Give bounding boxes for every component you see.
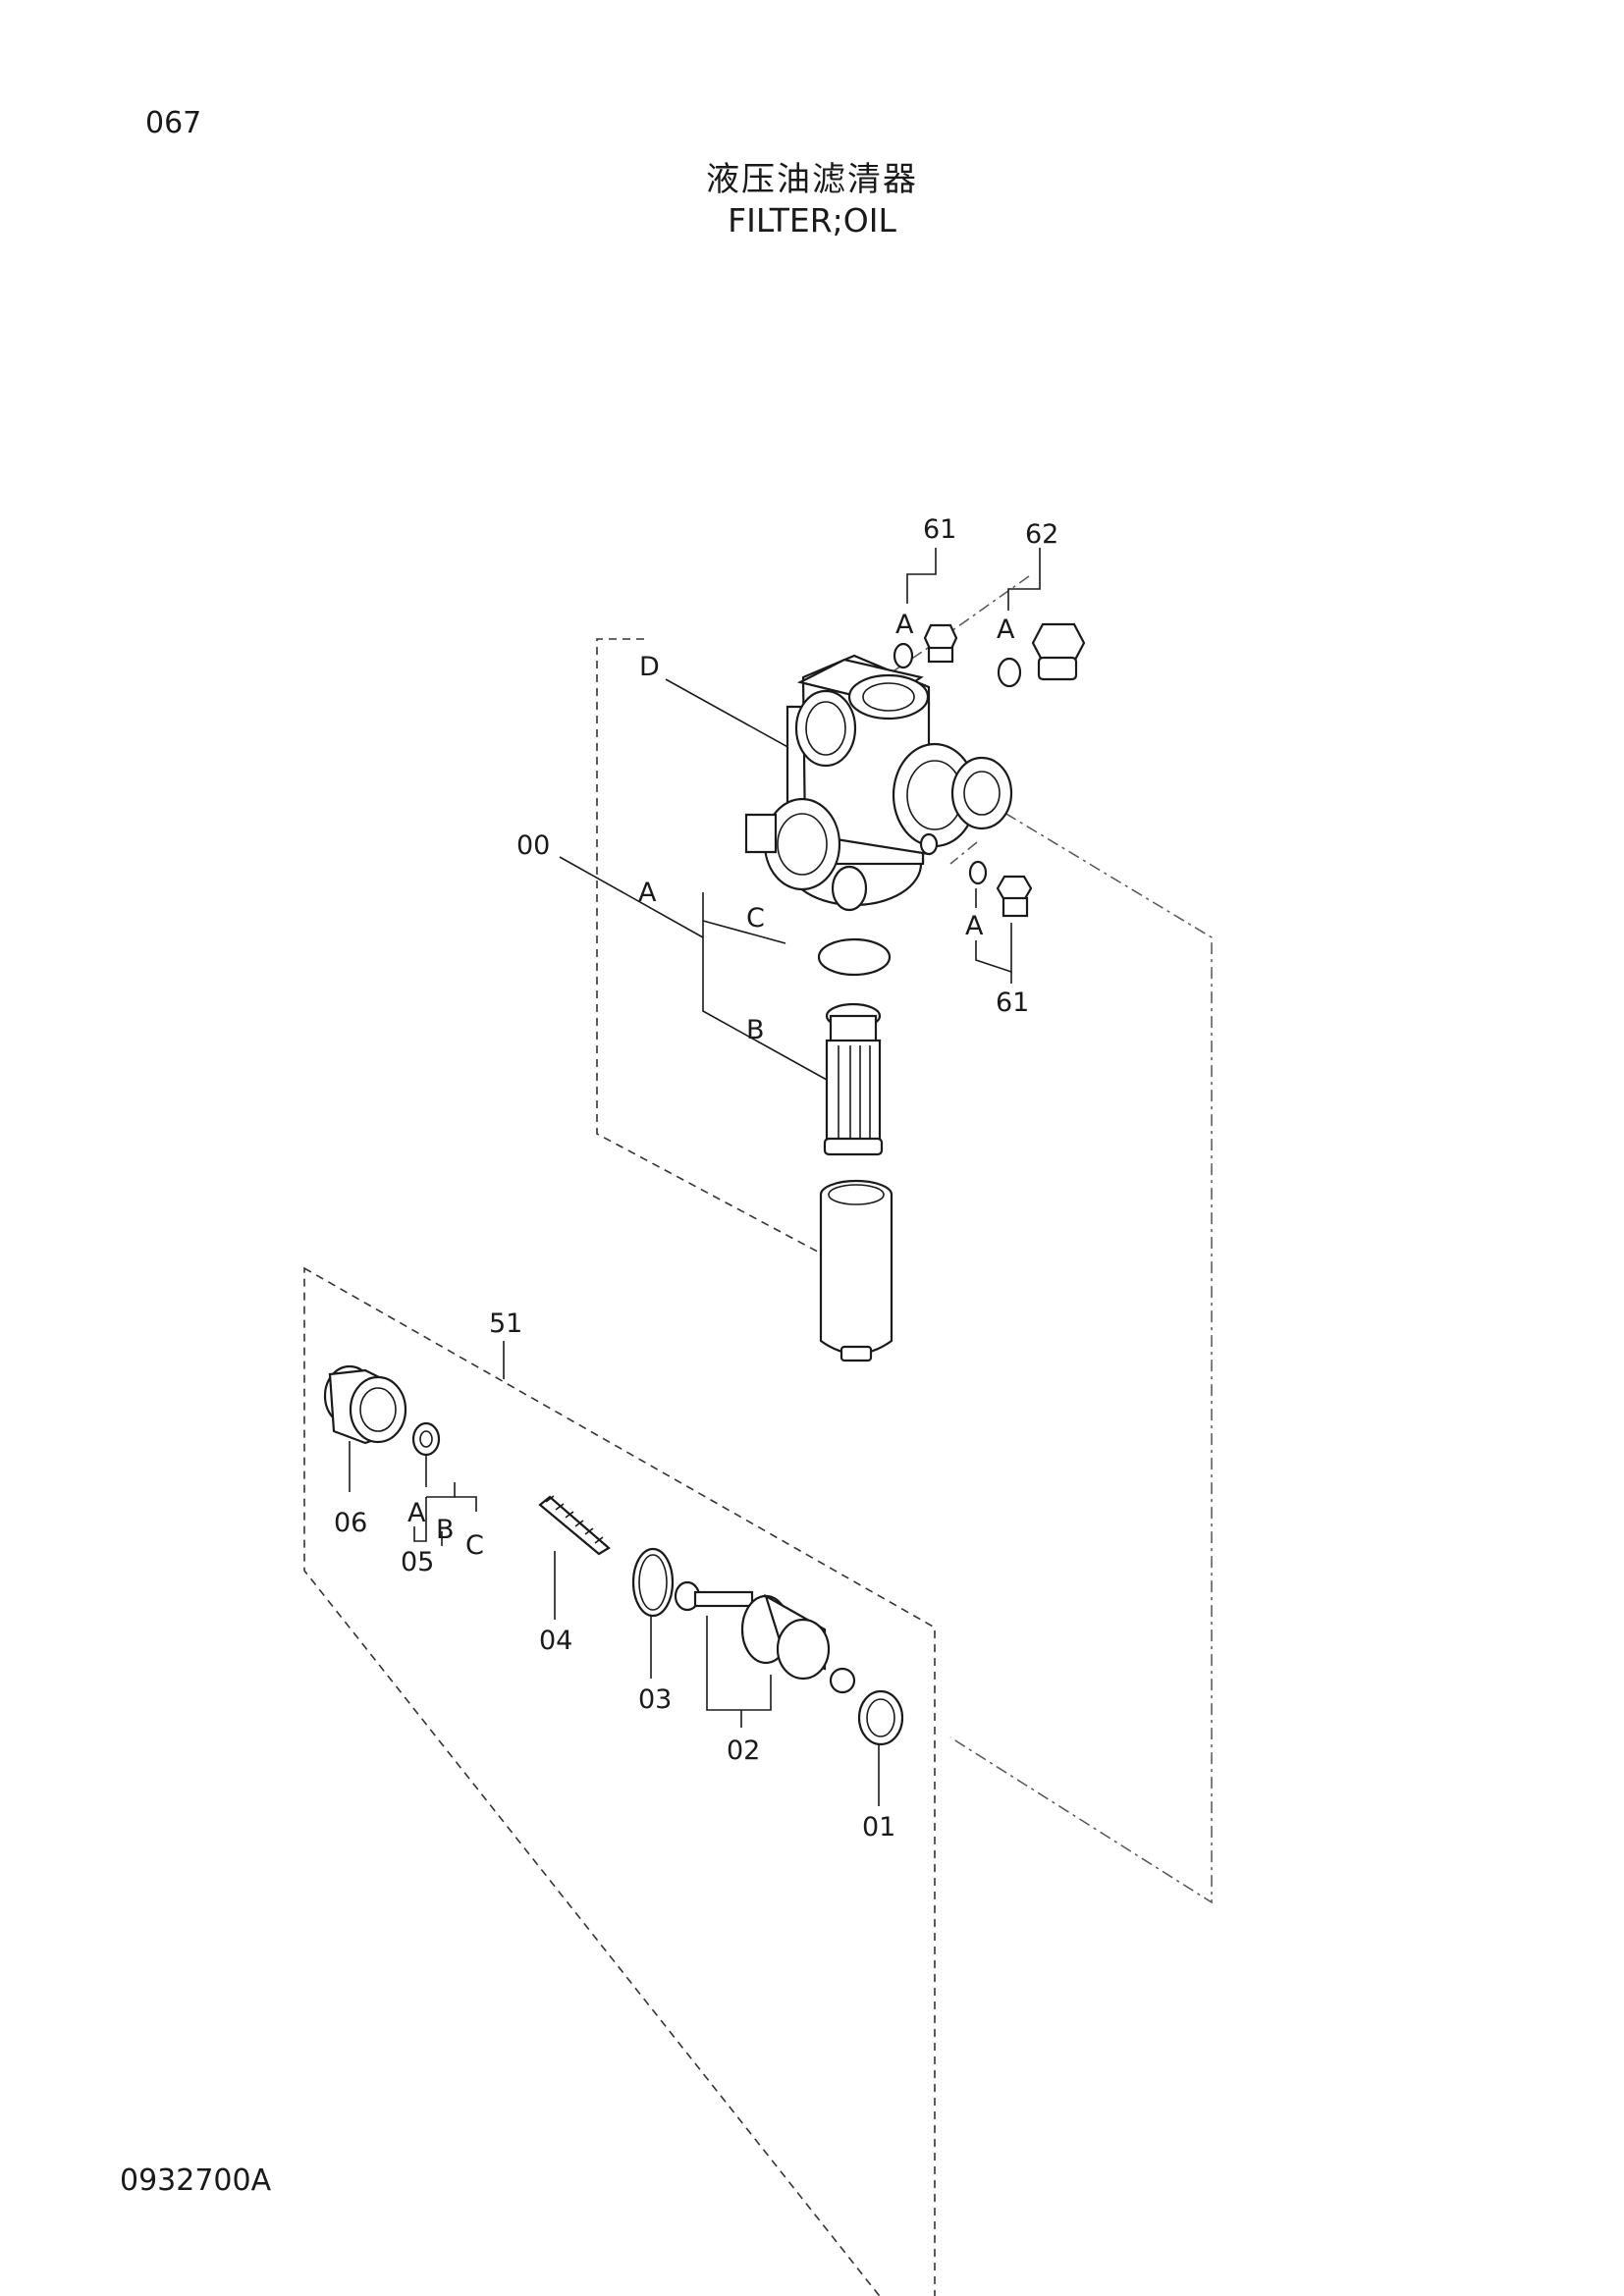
assembly-00-bracket <box>559 638 845 1257</box>
gasket-c <box>817 937 892 977</box>
callout-05: 05 <box>401 1547 434 1577</box>
callout-61-side: 61 <box>996 988 1029 1018</box>
sublabel-c: C <box>746 903 765 934</box>
leader-61-side <box>975 888 1012 984</box>
title-chinese: 液压油滤清器 <box>706 160 918 199</box>
callout-03: 03 <box>638 1684 672 1715</box>
filter-bowl <box>819 1179 893 1362</box>
sublabel-b: B <box>746 1015 765 1045</box>
document-code: 0932700A <box>120 2163 272 2198</box>
page-number: 067 <box>145 106 202 140</box>
cap-06 <box>323 1364 407 1492</box>
sublabel-a-00: A <box>638 878 657 908</box>
sublabel-a-61: A <box>895 610 914 640</box>
oring-61-top <box>893 642 914 669</box>
callout-04: 04 <box>539 1626 572 1656</box>
callout-02: 02 <box>727 1735 760 1766</box>
seal-01 <box>857 1689 904 1806</box>
oring-03 <box>631 1547 675 1679</box>
callout-61-top: 61 <box>923 514 956 545</box>
sublabel-a-62: A <box>997 614 1015 645</box>
plug-61-top <box>923 623 958 664</box>
group-51-dashed-box <box>303 1266 936 2296</box>
title-english: FILTER;OIL <box>728 201 896 240</box>
leader-62 <box>1007 548 1041 611</box>
sublabel-a-61b: A <box>965 911 984 941</box>
sublabel-c-05: C <box>465 1530 484 1561</box>
callout-51: 51 <box>489 1308 522 1339</box>
spring-04 <box>538 1495 611 1620</box>
callout-06: 06 <box>334 1508 367 1538</box>
valve-02 <box>674 1580 856 1728</box>
oring-62 <box>997 657 1022 688</box>
filter-head-housing <box>744 654 1013 912</box>
plug-61-side <box>996 875 1033 918</box>
leader-61-top <box>906 548 937 604</box>
sublabel-b-05: B <box>436 1515 455 1545</box>
washer-05 <box>411 1421 477 1546</box>
sublabel-a-05: A <box>407 1498 426 1528</box>
callout-01: 01 <box>862 1812 895 1842</box>
plug-62 <box>1031 622 1086 681</box>
filter-element-b <box>823 1002 884 1156</box>
oring-61-side <box>968 860 988 885</box>
sublabel-d: D <box>639 652 660 682</box>
callout-00: 00 <box>516 830 550 861</box>
callout-62: 62 <box>1025 519 1058 550</box>
